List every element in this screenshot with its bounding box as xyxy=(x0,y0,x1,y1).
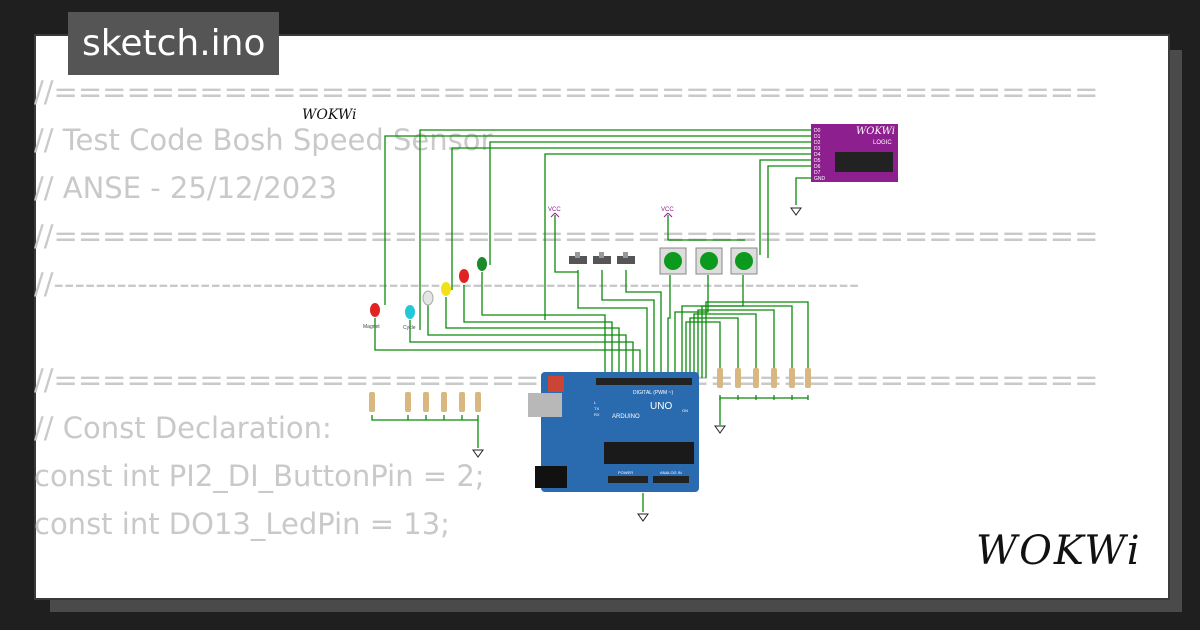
arduino-power-label: POWER xyxy=(618,470,633,475)
wires xyxy=(371,129,812,512)
vcc-symbols: VCC VCC xyxy=(548,207,674,218)
arduino-l-label: L xyxy=(594,400,597,405)
led-label: Cycle xyxy=(403,325,416,331)
arduino-digital-label: DIGITAL (PWM ~) xyxy=(633,390,673,396)
file-tab[interactable]: sketch.ino xyxy=(68,12,280,75)
code-line: // Const Declaration: xyxy=(34,411,332,445)
wokwi-tag: WOKWi xyxy=(302,107,356,123)
vcc-label: VCC xyxy=(661,207,674,213)
vcc-label: VCC xyxy=(548,207,561,213)
slide-switches[interactable] xyxy=(569,252,635,264)
code-line: //======================================… xyxy=(34,75,1098,109)
push-buttons[interactable] xyxy=(659,247,758,275)
analyzer-pin: D5 xyxy=(814,158,821,164)
analyzer-pin: D3 xyxy=(814,146,821,152)
code-line: // ANSE - 25/12/2023 xyxy=(34,171,338,205)
wokwi-logo: WOKWi xyxy=(976,528,1142,574)
analyzer-pin: D0 xyxy=(814,128,821,134)
logic-analyzer[interactable]: WOKWi LOGIC D0 D1 D2 D3 D4 D5 D6 D7 GND xyxy=(811,124,898,182)
code-line: const int PI2_DI_ButtonPin = 2; xyxy=(34,459,485,493)
ground-symbols xyxy=(472,207,802,522)
arduino-brand: ARDUINO xyxy=(612,414,640,420)
analyzer-label: LOGIC xyxy=(873,140,892,146)
code-line: const int DO13_LedPin = 13; xyxy=(34,507,450,541)
analyzer-pin: D2 xyxy=(814,140,821,146)
analyzer-pin: D1 xyxy=(814,134,821,140)
analyzer-pin: D6 xyxy=(814,164,821,170)
arduino-uno-board[interactable]: DIGITAL (PWM ~) UNO ARDUINO POWER ANALOG… xyxy=(528,372,699,492)
code-line: // Test Code Bosh Speed Sensor xyxy=(34,123,493,157)
arduino-rx-label: RX xyxy=(594,412,600,417)
analyzer-pin: D7 xyxy=(814,170,821,176)
analyzer-pin: D4 xyxy=(814,152,821,158)
led-label: Magnet xyxy=(363,324,380,330)
arduino-on-label: ON xyxy=(682,408,688,413)
code-preview: //======================================… xyxy=(34,68,1098,548)
arduino-model: UNO xyxy=(650,401,672,412)
resistors-right xyxy=(717,368,811,388)
leds xyxy=(370,257,487,319)
project-card[interactable] xyxy=(34,34,1170,600)
arduino-analog-label: ANALOG IN xyxy=(660,470,682,475)
arduino-tx-label: TX xyxy=(594,406,599,411)
code-line: //======================================… xyxy=(34,219,1098,253)
analyzer-pin: GND xyxy=(814,176,826,182)
resistors-left xyxy=(369,392,481,412)
analyzer-brand: WOKWi xyxy=(856,126,895,137)
